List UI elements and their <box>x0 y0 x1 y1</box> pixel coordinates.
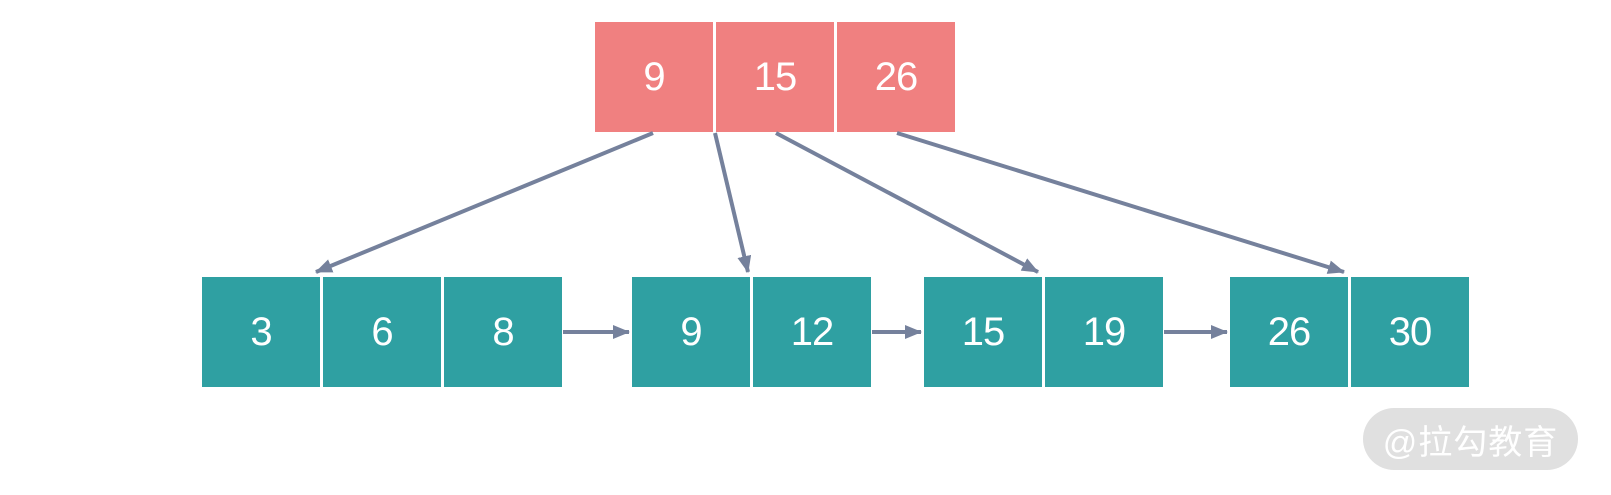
leaf-cell-15: 15 <box>924 277 1042 387</box>
leaf-node-3: 15 19 <box>924 277 1163 387</box>
arrow-root-to-leaf-4 <box>896 131 1345 274</box>
root-node: 9 15 26 <box>595 22 955 132</box>
leaf-cell-12: 12 <box>753 277 871 387</box>
leaf-cell-6: 6 <box>323 277 441 387</box>
watermark-badge: @拉勾教育 <box>1363 408 1578 470</box>
root-cell-15: 15 <box>716 22 834 132</box>
leaf-node-1: 3 6 8 <box>202 277 562 387</box>
root-cell-9: 9 <box>595 22 713 132</box>
arrow-root-to-leaf-3 <box>775 131 1039 274</box>
arrow-root-to-leaf-1 <box>315 131 654 274</box>
leaf-cell-19: 19 <box>1045 277 1163 387</box>
leaf-node-2: 9 12 <box>632 277 871 387</box>
leaf-cell-8: 8 <box>444 277 562 387</box>
leaf-cell-3: 3 <box>202 277 320 387</box>
leaf-cell-30: 30 <box>1351 277 1469 387</box>
arrow-root-to-leaf-2 <box>713 132 752 273</box>
leaf-node-4: 26 30 <box>1230 277 1469 387</box>
leaf-cell-26: 26 <box>1230 277 1348 387</box>
leaf-cell-9: 9 <box>632 277 750 387</box>
root-cell-26: 26 <box>837 22 955 132</box>
